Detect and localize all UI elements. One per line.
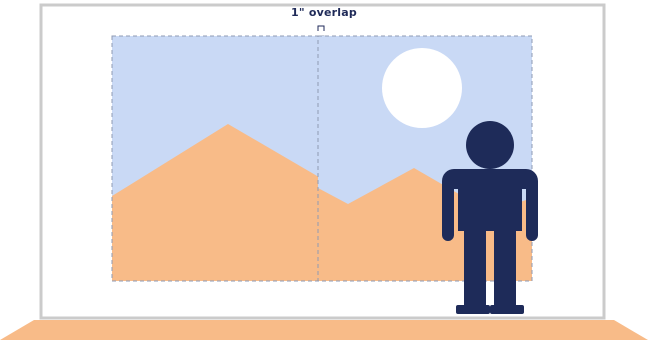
floor [0, 320, 648, 340]
overlap-label: 1" overlap [250, 6, 398, 19]
sun-icon [382, 48, 462, 128]
wallpaper-panel-left [112, 36, 324, 281]
